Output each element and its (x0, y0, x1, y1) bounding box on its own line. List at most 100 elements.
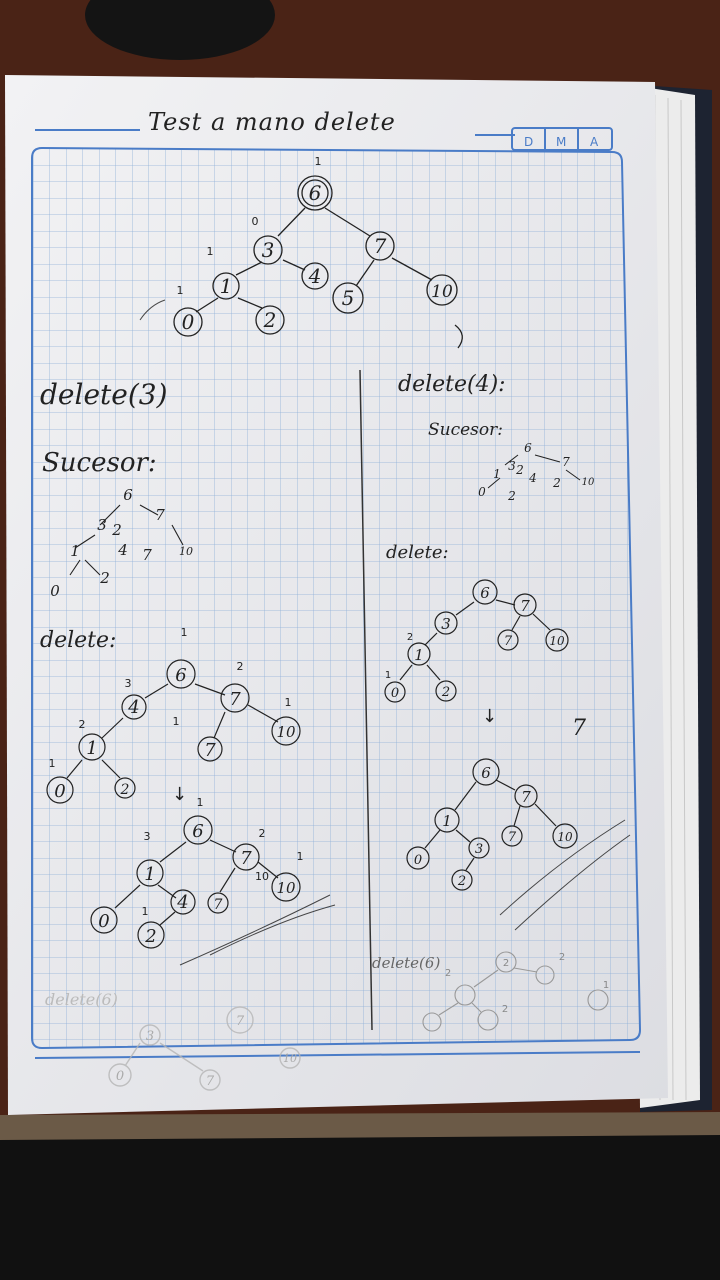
left-b-node-0: 0 (98, 911, 109, 932)
left-b-mark: 2 (259, 827, 266, 840)
date-box-d: D (524, 135, 533, 149)
grid-frame (31, 146, 642, 1050)
right-successor-label: Sucesor: (428, 420, 503, 440)
dark-object-top (85, 0, 275, 60)
main-node-3: 3 (262, 238, 275, 262)
right-a-mark: 2 (407, 632, 413, 643)
main-node-4: 4 (308, 264, 322, 288)
right-sketch-2b: 2 (552, 476, 561, 490)
left-b-node-1: 1 (144, 864, 155, 885)
right-faded-mark: 2 (559, 952, 565, 963)
bleed-node: 7 (206, 1074, 215, 1089)
left-successor-label: Sucesor: (42, 448, 157, 478)
right-a-node-1: 1 (414, 646, 424, 664)
left-a-node-4: 4 (127, 697, 139, 718)
left-a-mark: 3 (125, 677, 132, 690)
right-b-node-10: 10 (557, 830, 573, 844)
main-tree: 6 3 7 1 4 5 10 0 2 1 0 1 1 (173, 155, 463, 349)
left-b-mark: 3 (144, 830, 151, 843)
right-sketch-3: 3 (508, 459, 516, 473)
left-b-node-2: 2 (144, 926, 156, 947)
left-b-node-4: 4 (176, 892, 188, 913)
right-sketch-7: 7 (562, 455, 570, 469)
right-a-node-2: 2 (441, 685, 450, 700)
left-a-node-7b: 7 (204, 740, 216, 761)
bleed-through-label: delete(6) (45, 990, 118, 1009)
right-a-node-7b: 7 (504, 634, 513, 649)
left-sketch-2: 2 (111, 521, 122, 539)
left-sketch-1: 1 (70, 542, 80, 560)
right-sketch-2c: 2 (507, 489, 516, 503)
left-b-mark: 1 (297, 850, 304, 863)
main-node-6: 6 (309, 181, 322, 205)
main-node-10: 10 (431, 282, 453, 302)
left-sketch-2b: 2 (99, 569, 110, 587)
left-b-node-7b: 7 (214, 897, 223, 913)
right-b-node-7: 7 (521, 788, 531, 806)
right-b-node-6: 6 (481, 764, 491, 782)
right-a-node-10: 10 (549, 634, 565, 648)
right-faded-mark: 2 (502, 1004, 508, 1015)
left-b-mark: 10 (255, 870, 269, 883)
right-b-node-2: 2 (457, 874, 466, 889)
page-header-rule (35, 127, 613, 151)
right-side-mark: 7 (572, 716, 586, 741)
main-node-ring-2 (255, 305, 285, 335)
main-node-5: 5 (342, 286, 355, 310)
main-height-mark: 1 (207, 245, 214, 258)
right-faded-mark: 2 (503, 958, 509, 969)
main-height-mark: 1 (315, 155, 322, 168)
main-node-ring-10 (426, 274, 458, 306)
right-faded-mark: 2 (445, 968, 451, 979)
page-title: Test a mano delete (148, 108, 396, 136)
left-a-mark: 1 (181, 626, 188, 639)
right-b-node-7b: 7 (508, 830, 517, 845)
left-a-node-7: 7 (229, 689, 241, 710)
right-sketch-6: 6 (524, 441, 532, 455)
left-a-node-1: 1 (86, 738, 97, 759)
left-a-mark: 1 (285, 696, 292, 709)
left-sketch-7: 7 (155, 506, 165, 524)
right-b-node-3: 3 (475, 842, 483, 857)
right-delete-label: delete: (386, 542, 449, 563)
left-b-node-10: 10 (276, 879, 296, 897)
footer-rule (34, 1051, 641, 1059)
left-sketch-10: 10 (179, 545, 193, 558)
left-sketch-7b: 7 (142, 546, 152, 564)
main-node-7: 7 (374, 234, 387, 258)
left-sketch-4: 4 (117, 541, 128, 559)
left-b-mark: 1 (142, 905, 149, 918)
right-a-node-7: 7 (520, 597, 530, 615)
column-divider (359, 369, 373, 1031)
right-a-node-3: 3 (441, 615, 451, 633)
left-a-mark: 1 (173, 715, 180, 728)
left-a-node-6: 6 (175, 665, 186, 686)
floor-strip (0, 1112, 720, 1140)
main-node-ring-1 (212, 272, 240, 300)
right-title: delete(4): (398, 372, 506, 397)
left-b-node-7: 7 (240, 848, 252, 869)
left-sketch-0: 0 (50, 582, 60, 600)
bleed-node: 7 (236, 1014, 245, 1029)
right-b-node-1: 1 (442, 812, 452, 830)
date-box-m: M (556, 135, 566, 149)
left-title: delete(3) (40, 378, 168, 411)
left-a-node-2: 2 (120, 782, 130, 798)
date-box-a: A (590, 135, 599, 149)
main-height-mark: 0 (252, 215, 259, 228)
right-a-mark: 1 (385, 670, 391, 681)
bleed-node: 10 (283, 1052, 297, 1065)
main-node-ring-0 (173, 307, 203, 337)
left-sketch-6: 6 (123, 486, 133, 504)
main-node-ring-7 (365, 231, 395, 261)
right-sketch-1: 1 (493, 467, 501, 481)
